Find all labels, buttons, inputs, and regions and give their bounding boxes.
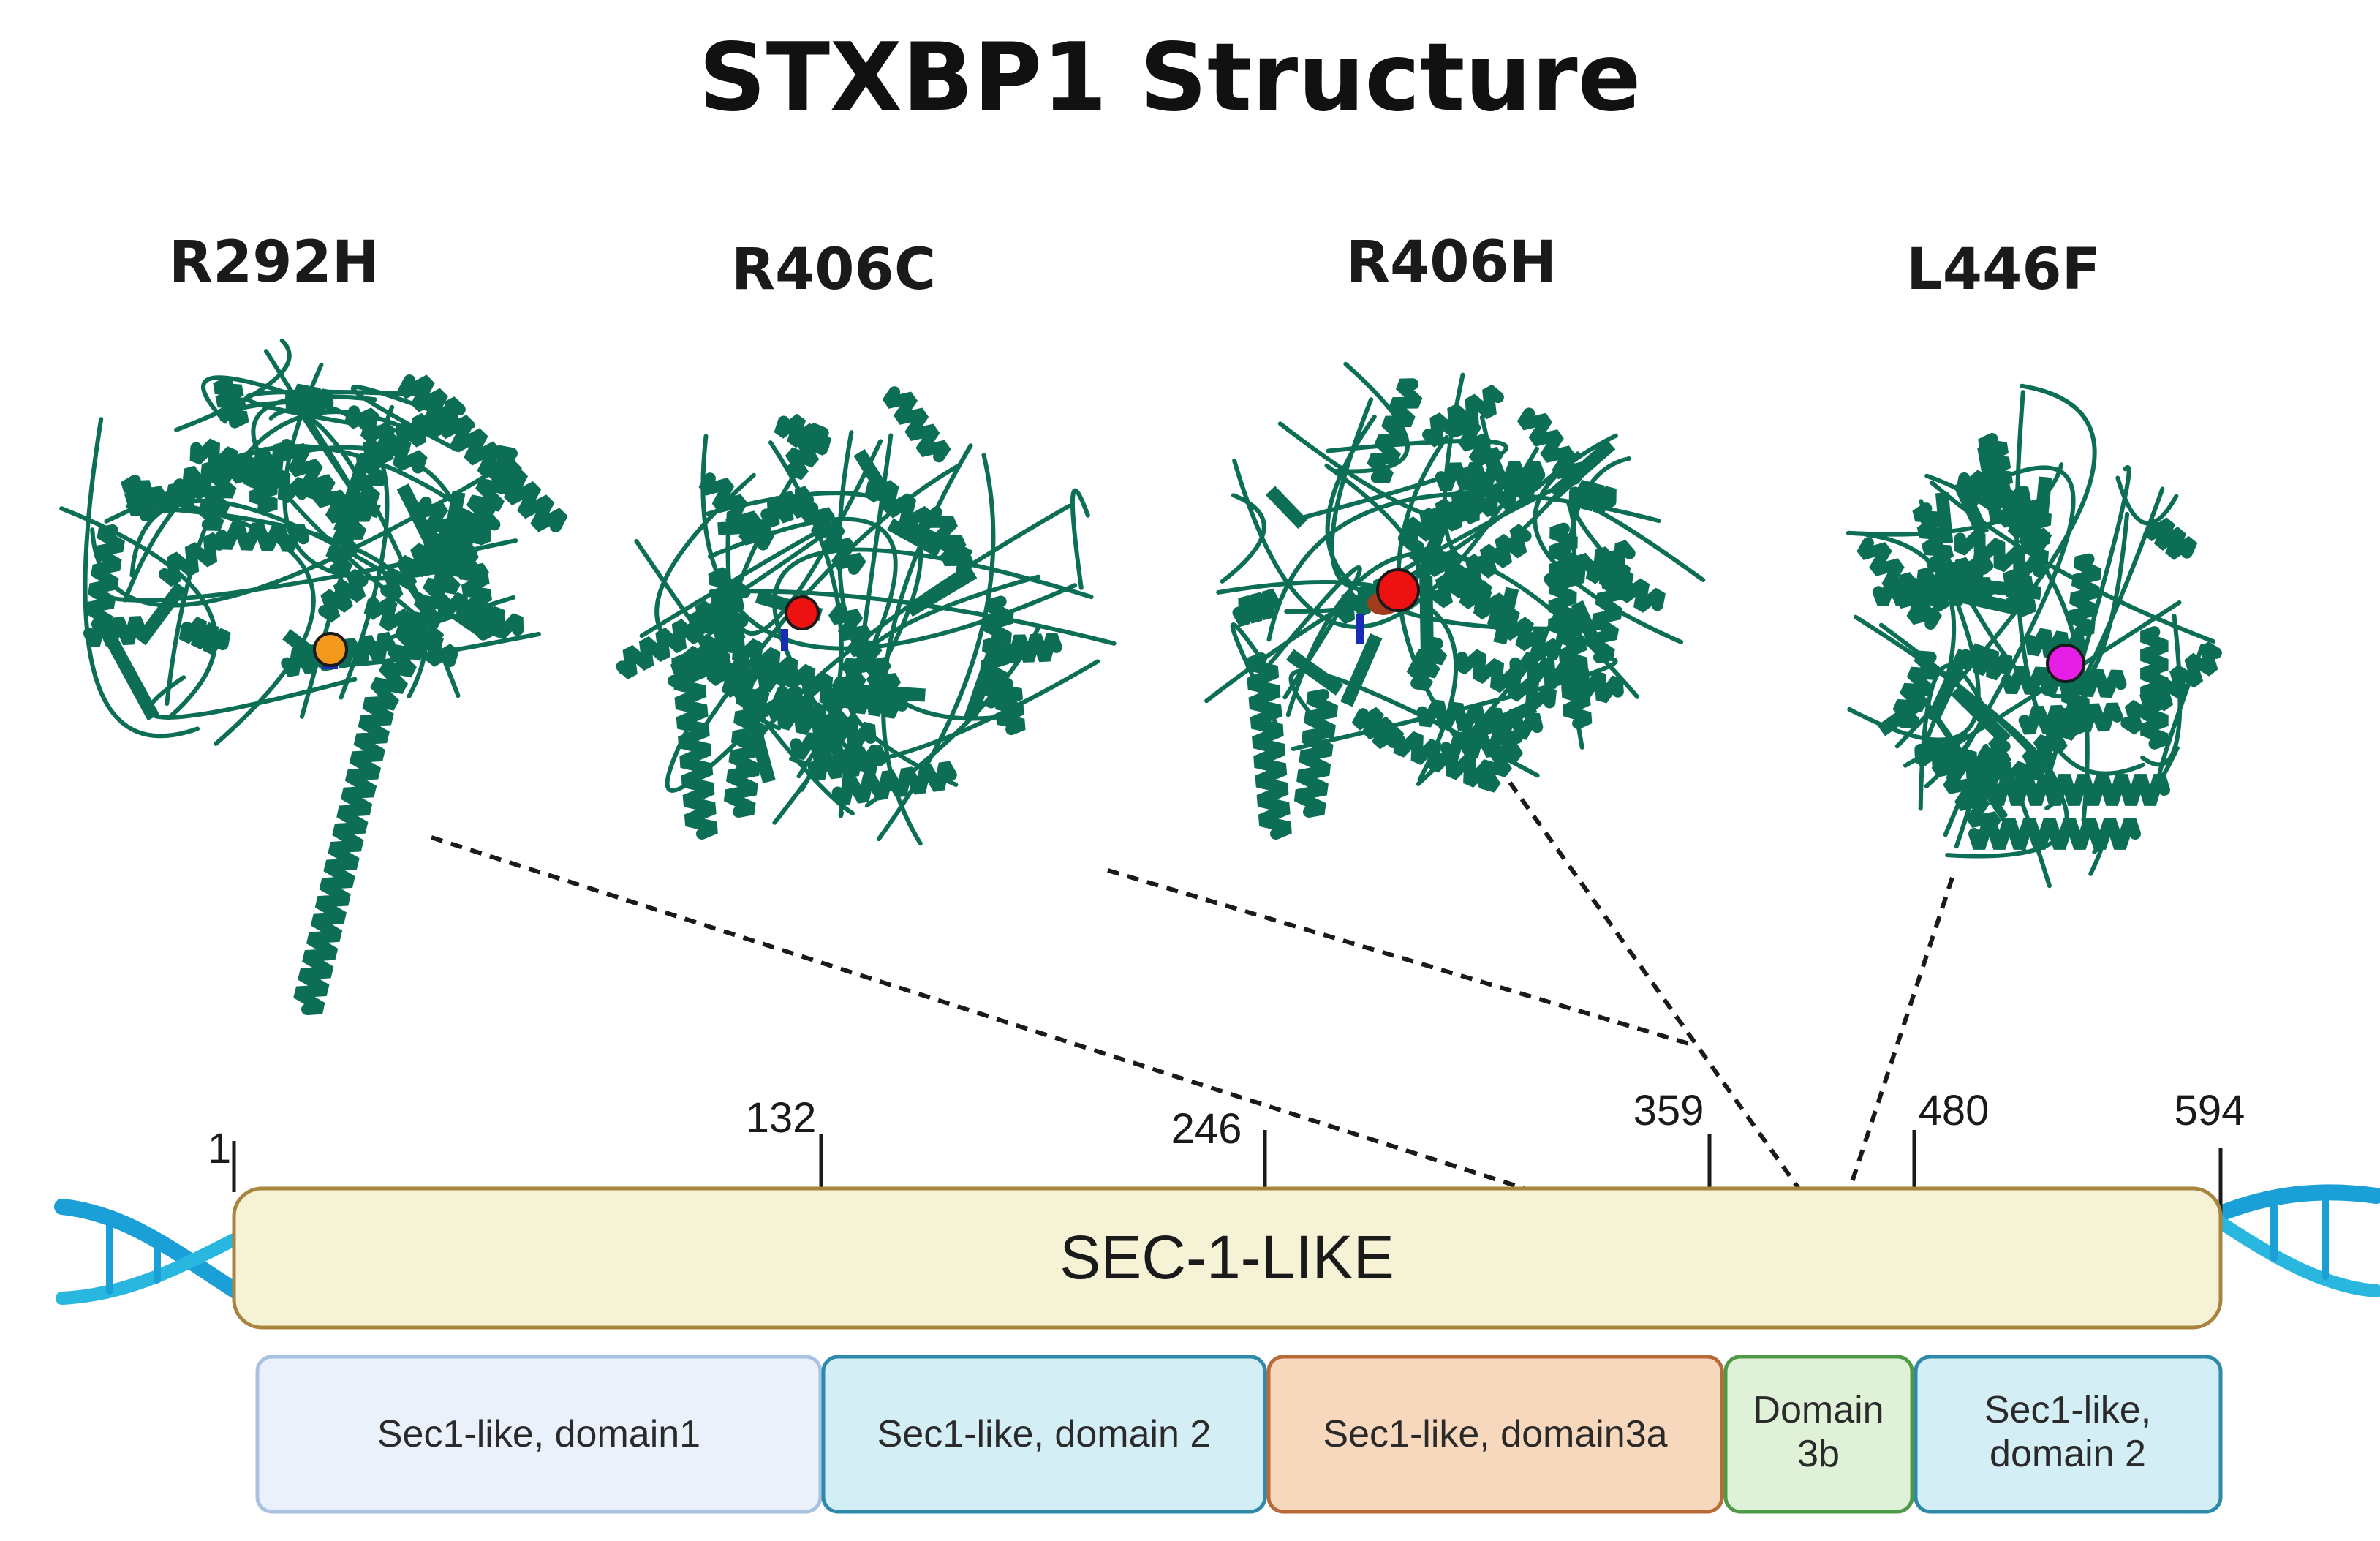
connector-r406c: [1107, 868, 1697, 1048]
mutation-marker-r292h: [313, 632, 348, 667]
mutation-marker-l446f: [2046, 644, 2085, 683]
dna-icon-left: [54, 1199, 249, 1305]
figure-title: STXBP1 Structure: [699, 23, 1642, 132]
protein-bar-label: SEC-1-LIKE: [1059, 1223, 1394, 1292]
domain-box-2: [821, 1355, 1267, 1514]
mutation-marker-r406c: [785, 595, 820, 630]
sec1-like-protein-bar: [232, 1186, 2223, 1330]
domain-box-1: [255, 1355, 823, 1514]
connector-r406h: [1508, 781, 1801, 1190]
protein-structure-r292h: [59, 338, 568, 1015]
domain-box-5: [1914, 1355, 2223, 1514]
connector-l446f: [1848, 877, 1954, 1189]
protein-structure-r406c: [616, 386, 1117, 846]
domain-label-5-line2: domain 2: [1990, 1433, 2146, 1475]
tick-label-132: 132: [746, 1094, 817, 1142]
domain-label-3b-line1: Domain: [1753, 1389, 1884, 1431]
protein-structure-l446f: [1846, 383, 2222, 889]
protein-structure-r406h: [1204, 361, 1706, 840]
domain-label-2: Sec1-like, domain 2: [877, 1413, 1212, 1455]
connector-lines: [431, 781, 1954, 1191]
variant-label-l446f: L446F: [1906, 237, 2101, 303]
variant-label-r406h: R406H: [1346, 230, 1557, 295]
variant-label-r292h: R292H: [169, 230, 379, 295]
tick-label-246: 246: [1171, 1105, 1242, 1153]
tick-label-594: 594: [2175, 1087, 2245, 1134]
domain-boxes: [255, 1355, 2223, 1514]
domain-label-1: Sec1-like, domain1: [377, 1413, 700, 1455]
domain-box-3b: [1723, 1355, 1914, 1514]
dna-icon-right: [2211, 1184, 2380, 1297]
protein-structures: [59, 338, 2222, 1015]
connector-r292h: [431, 835, 1525, 1191]
mutation-marker-r406h: [1376, 568, 1420, 612]
position-ticks: [232, 1130, 2223, 1214]
domain-label-3a: Sec1-like, domain3a: [1323, 1413, 1667, 1455]
variant-label-r406c: R406C: [731, 237, 936, 303]
domain-box-3a: [1266, 1355, 1724, 1514]
tick-label-359: 359: [1633, 1087, 1704, 1134]
tick-label-1: 1: [208, 1125, 231, 1172]
domain-label-3b-line2: 3b: [1797, 1433, 1840, 1475]
mutation-markers: [313, 568, 2085, 683]
domain-label-5-line1: Sec1-like,: [1984, 1389, 2151, 1431]
tick-label-480: 480: [1919, 1087, 1990, 1134]
